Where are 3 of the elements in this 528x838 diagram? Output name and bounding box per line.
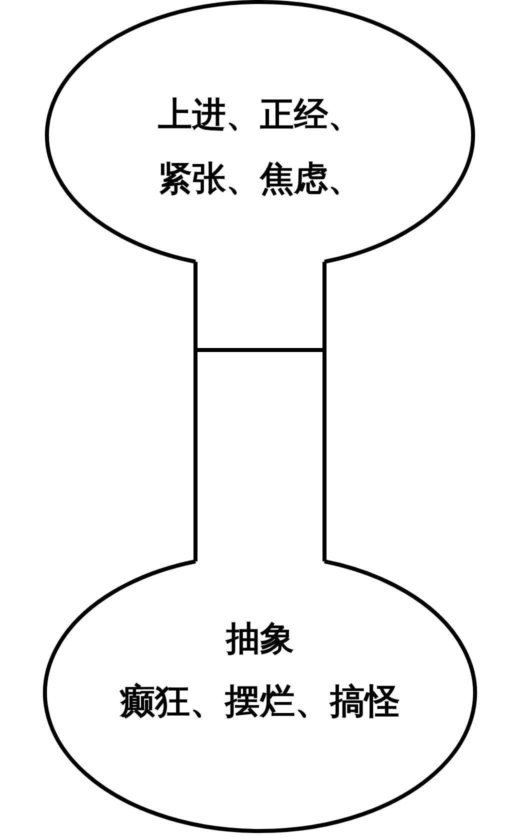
label-text: 上进、正经、紧张、焦虑、 (156, 94, 363, 201)
label-text: 癫狂、摆烂、搞怪 (120, 681, 400, 724)
label-text: 抽象 (226, 618, 294, 661)
